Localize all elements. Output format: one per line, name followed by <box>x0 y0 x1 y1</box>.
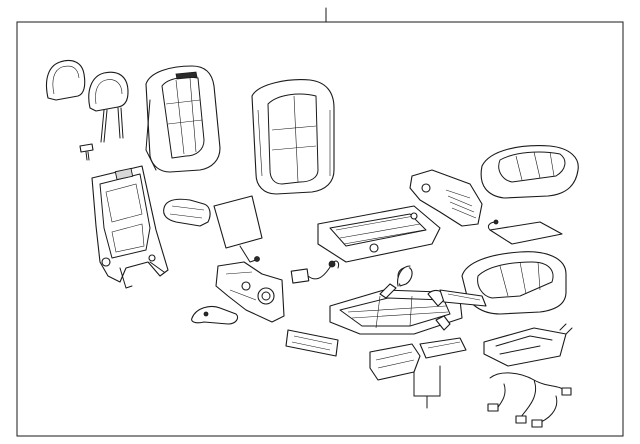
headrest-right <box>89 72 128 142</box>
bracket <box>370 338 466 408</box>
cushion-frame <box>318 206 440 262</box>
cushion-cover <box>481 146 578 198</box>
seat-motor-connector <box>291 261 338 283</box>
seat-back-pad <box>146 66 220 172</box>
switch-trim <box>286 330 338 356</box>
side-shield-inner <box>216 262 284 322</box>
wiring-harness <box>484 324 572 427</box>
headrest-left <box>47 61 85 101</box>
recliner-cover <box>192 306 238 324</box>
adjuster-handle <box>398 266 450 330</box>
diagram-border <box>17 22 623 436</box>
cushion-pad <box>462 252 566 314</box>
seat-back-cover <box>252 80 334 194</box>
lumbar-panel <box>214 196 262 262</box>
heater-element <box>488 220 562 244</box>
armrest <box>164 199 210 226</box>
headrest-guide <box>80 144 93 160</box>
side-shield-outer <box>410 170 482 226</box>
seat-back-frame <box>92 166 168 288</box>
